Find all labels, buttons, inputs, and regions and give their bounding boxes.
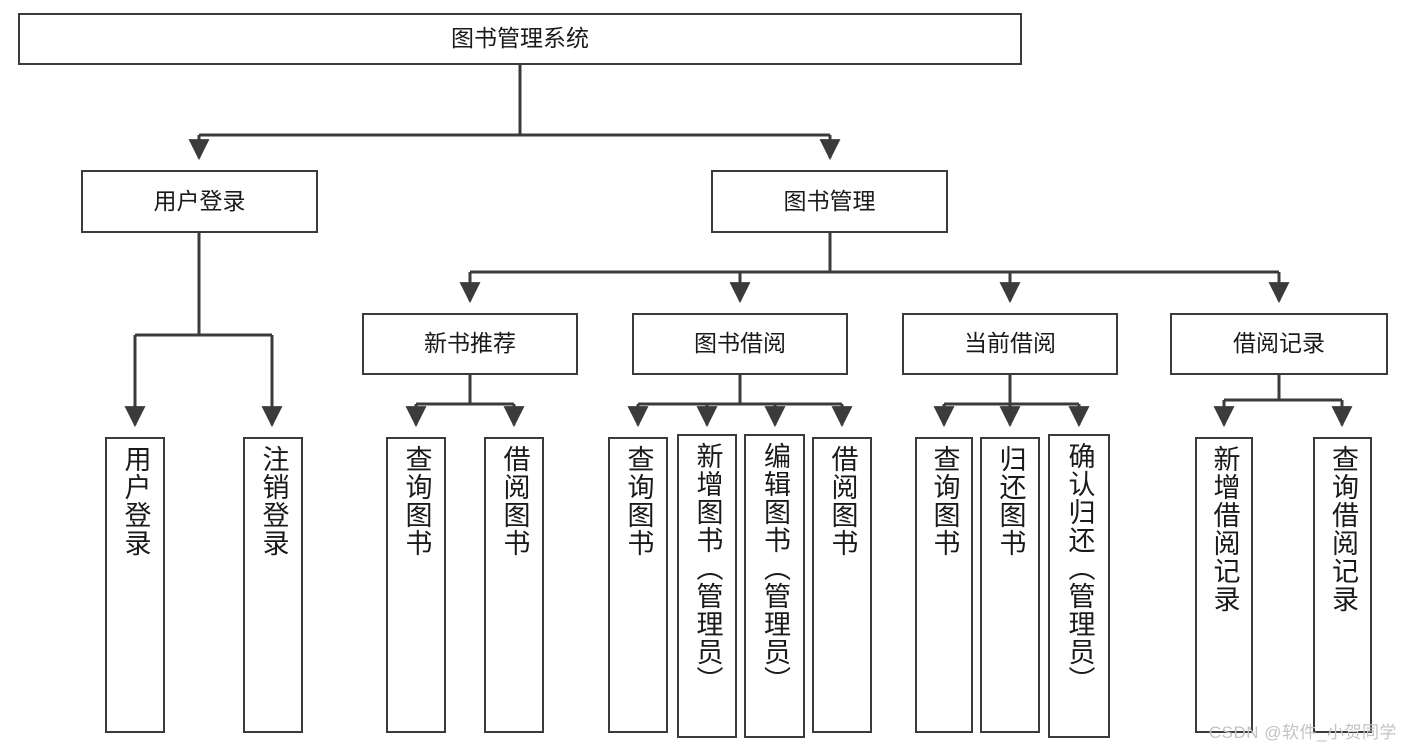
node-borrow-record[interactable]: 借阅记录 bbox=[1170, 313, 1388, 375]
node-label: 借阅图书 bbox=[499, 445, 530, 557]
node-label: 图书借阅 bbox=[694, 330, 786, 357]
node-current-borrow[interactable]: 当前借阅 bbox=[902, 313, 1118, 375]
node-label: 借阅记录 bbox=[1233, 330, 1325, 357]
node-label: 用户登录 bbox=[153, 187, 246, 214]
node-label: 查询图书 bbox=[623, 445, 654, 557]
node-label: 查询图书 bbox=[929, 445, 960, 557]
node-leaf-query-book-recommend[interactable]: 查询图书 bbox=[386, 437, 446, 733]
node-leaf-add-borrow-record[interactable]: 新增借阅记录 bbox=[1195, 437, 1253, 733]
node-book-management[interactable]: 图书管理 bbox=[711, 170, 948, 233]
node-leaf-confirm-return-admin[interactable]: 确认归还（管理员） bbox=[1048, 434, 1110, 738]
node-leaf-borrow-book[interactable]: 借阅图书 bbox=[812, 437, 872, 733]
node-leaf-query-borrow-record[interactable]: 查询借阅记录 bbox=[1313, 437, 1372, 733]
node-label: 编辑图书（管理员） bbox=[760, 442, 790, 694]
node-new-book-recommend[interactable]: 新书推荐 bbox=[362, 313, 578, 375]
node-leaf-user-logout[interactable]: 注销登录 bbox=[243, 437, 303, 733]
node-leaf-user-login[interactable]: 用户登录 bbox=[105, 437, 165, 733]
node-label: 归还图书 bbox=[995, 445, 1026, 557]
node-leaf-query-book-current[interactable]: 查询图书 bbox=[915, 437, 973, 733]
node-leaf-add-book-admin[interactable]: 新增图书（管理员） bbox=[677, 434, 737, 738]
node-leaf-borrow-book-recommend[interactable]: 借阅图书 bbox=[484, 437, 544, 733]
node-user-login[interactable]: 用户登录 bbox=[81, 170, 318, 233]
node-leaf-edit-book-admin[interactable]: 编辑图书（管理员） bbox=[744, 434, 805, 738]
node-label: 查询图书 bbox=[401, 445, 432, 557]
node-label: 注销登录 bbox=[258, 445, 289, 557]
node-label: 新书推荐 bbox=[424, 330, 516, 357]
node-label: 当前借阅 bbox=[964, 330, 1056, 357]
node-label: 图书管理系统 bbox=[451, 25, 589, 52]
node-label: 图书管理 bbox=[783, 187, 876, 214]
node-label: 借阅图书 bbox=[827, 445, 858, 557]
node-book-borrow[interactable]: 图书借阅 bbox=[632, 313, 848, 375]
node-leaf-return-book[interactable]: 归还图书 bbox=[980, 437, 1040, 733]
node-leaf-query-book-borrow[interactable]: 查询图书 bbox=[608, 437, 668, 733]
node-label: 确认归还（管理员） bbox=[1064, 442, 1095, 694]
node-label: 新增图书（管理员） bbox=[692, 442, 723, 694]
node-label: 新增借阅记录 bbox=[1209, 445, 1240, 613]
node-root-system[interactable]: 图书管理系统 bbox=[18, 13, 1022, 65]
node-label: 用户登录 bbox=[120, 445, 151, 557]
node-label: 查询借阅记录 bbox=[1328, 445, 1358, 613]
